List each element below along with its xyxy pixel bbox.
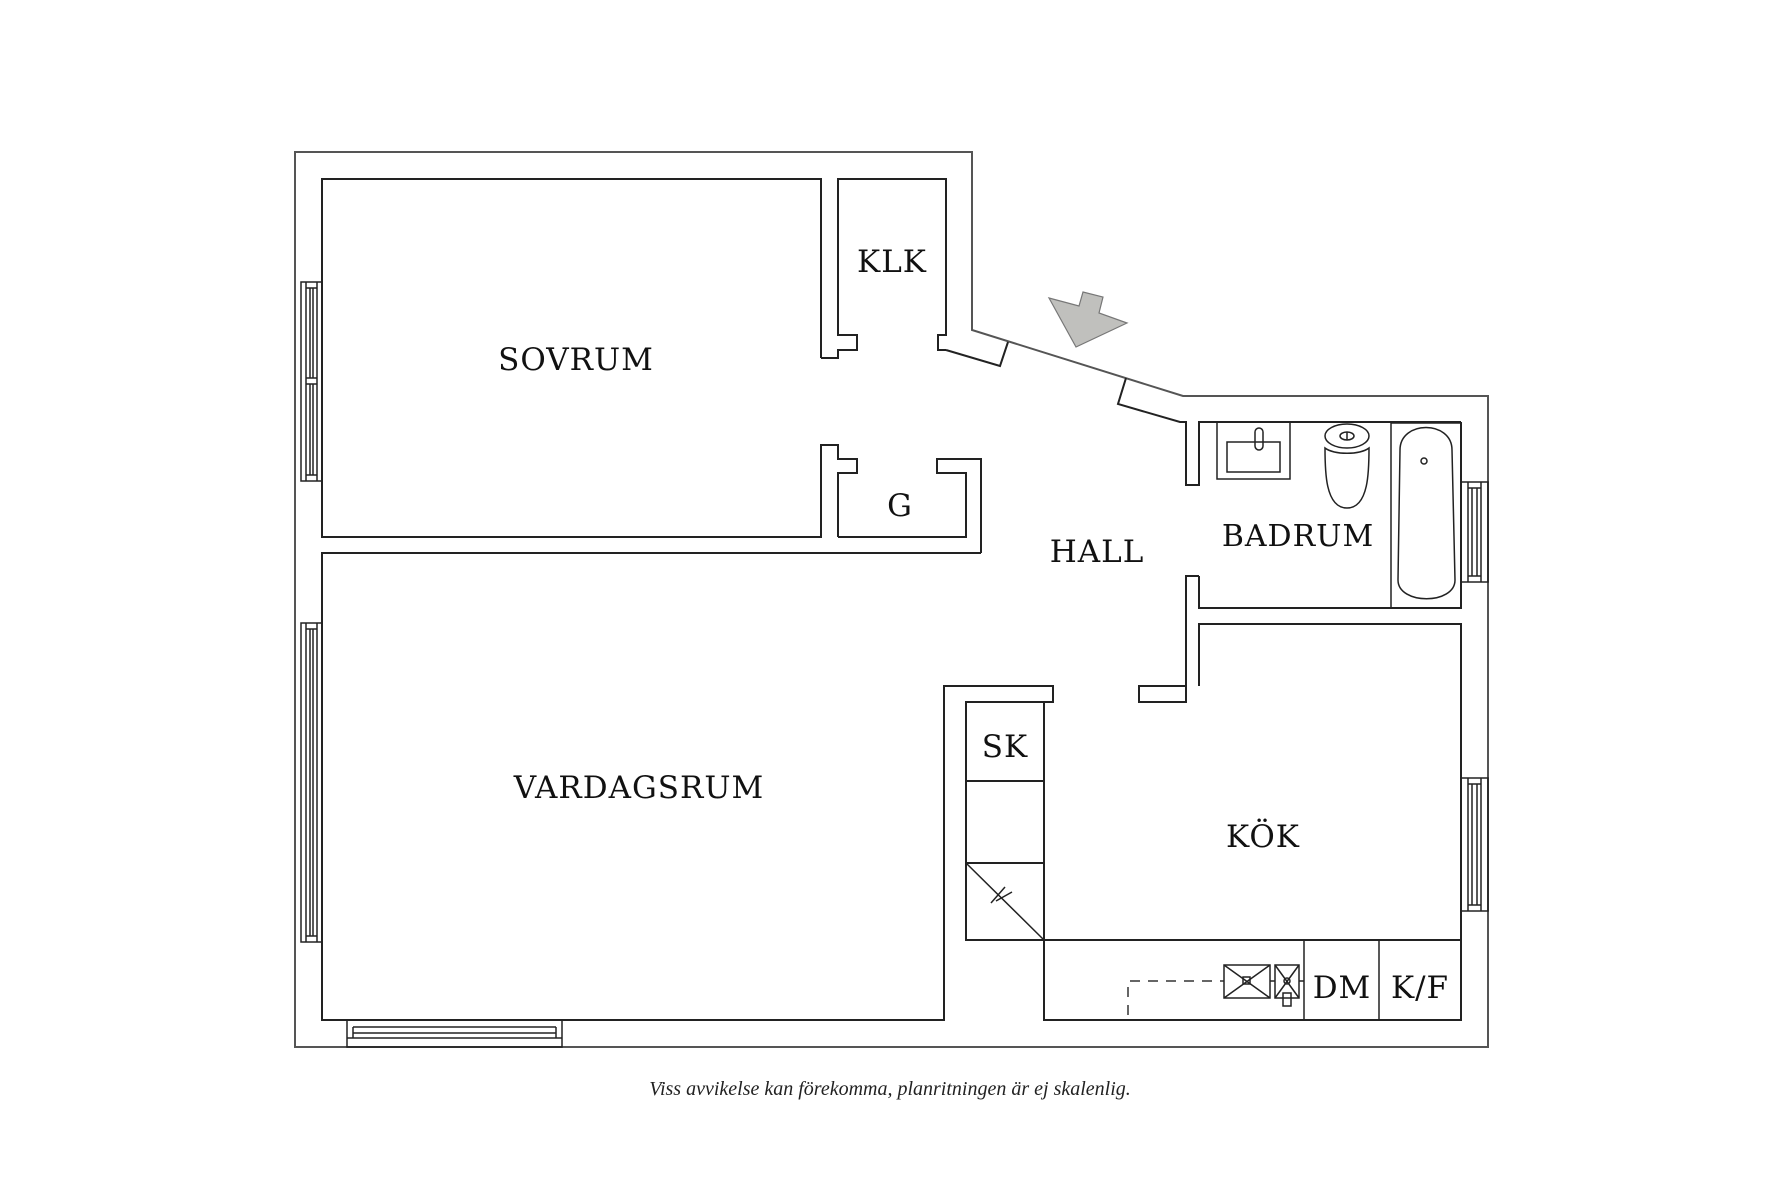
g-closet-walls xyxy=(838,458,982,553)
sk-closet-door-symbol xyxy=(965,862,1045,941)
window-badrum xyxy=(1460,481,1489,583)
window-vardagsrum-bottom xyxy=(346,1019,563,1048)
disclaimer-caption: Viss avvikelse kan förekomma, planritnin… xyxy=(649,1078,1131,1100)
appliance-label-kf: K/F xyxy=(1391,970,1449,1006)
entrance-wall-right xyxy=(1116,377,1461,486)
kok-walls xyxy=(1043,623,1462,1021)
badrum-walls xyxy=(1138,422,1462,703)
counter-dividers xyxy=(1303,940,1380,1020)
room-label-hall: HALL xyxy=(1050,534,1145,570)
room-label-badrum: BADRUM xyxy=(1222,519,1374,554)
entrance-arrow-icon xyxy=(1047,291,1129,348)
room-label-g: G xyxy=(887,488,913,524)
entrance-wall-left xyxy=(945,341,1009,368)
bathtub-icon xyxy=(1390,422,1462,609)
toilet-icon xyxy=(1324,423,1370,509)
appliance-label-dm: DM xyxy=(1313,970,1372,1006)
room-label-klk: KLK xyxy=(857,244,927,280)
window-sovrum xyxy=(300,281,323,482)
window-kok xyxy=(1460,777,1489,912)
sovrum-door-jamb xyxy=(821,178,947,359)
sovrum-walls xyxy=(321,178,858,538)
window-vardagsrum-left xyxy=(300,622,323,943)
room-label-kok: KÖK xyxy=(1226,817,1300,855)
kitchen-sink-icon xyxy=(1223,964,1304,1007)
room-label-vardagsrum: VARDAGSRUM xyxy=(513,770,764,806)
outer-wall xyxy=(294,151,1489,1048)
bathroom-sink-icon xyxy=(1216,421,1291,480)
room-label-sovrum: SOVRUM xyxy=(498,342,654,378)
room-label-sk: SK xyxy=(982,729,1028,765)
sk-closet xyxy=(966,702,1045,940)
dashed-hood-line xyxy=(1127,980,1224,1015)
